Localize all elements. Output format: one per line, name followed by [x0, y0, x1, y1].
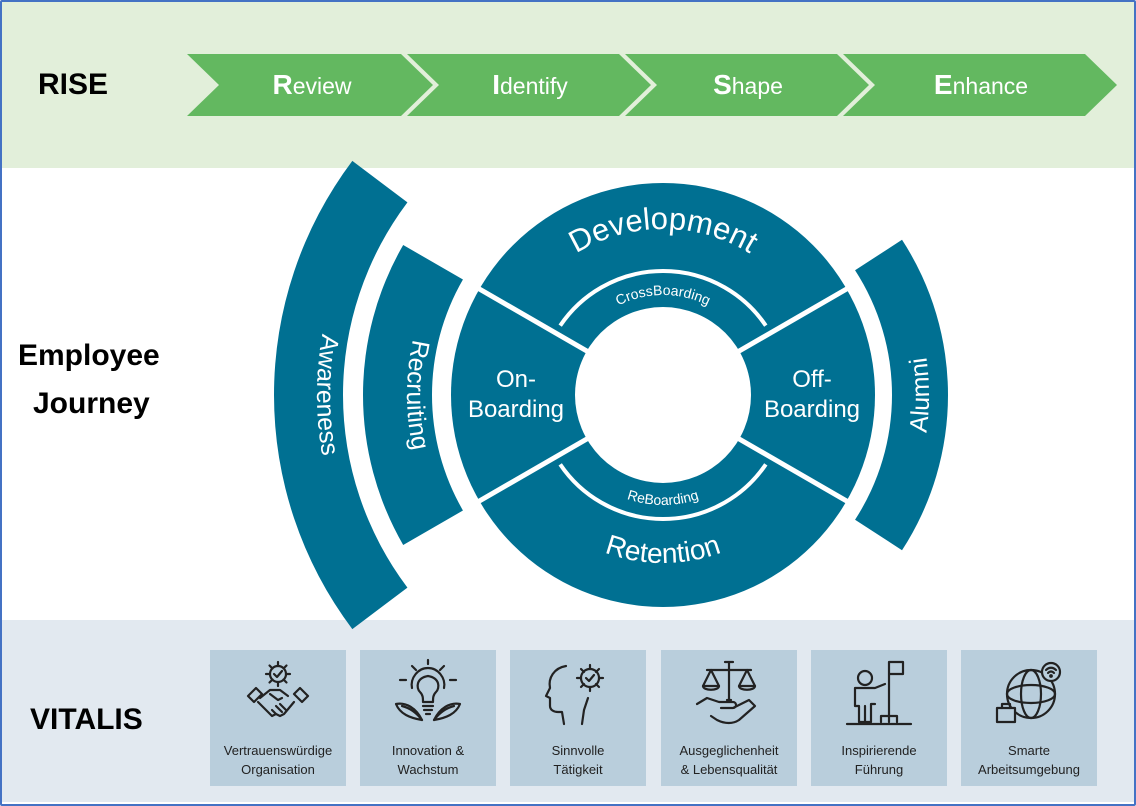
- journey-segment-alumni[interactable]: [855, 239, 949, 551]
- vitalis-label: VITALIS: [30, 703, 143, 736]
- chevron-shape-label: Shape: [713, 69, 783, 100]
- rise-label: RISE: [38, 68, 109, 101]
- head-gear-icon: [544, 663, 605, 726]
- segment-label-onboarding-line1: On-: [496, 366, 536, 393]
- chevron-identify-label: Identify: [492, 69, 568, 100]
- ring-divider-line: [474, 435, 590, 506]
- journey-segment-recruiting[interactable]: [363, 245, 463, 545]
- globe-briefcase-wifi-icon: [995, 661, 1062, 724]
- reboarding-divider: [558, 463, 768, 521]
- segment-label-alumni: Alumni: [904, 356, 935, 434]
- chevron-enhance-label: Enhance: [933, 69, 1029, 100]
- vitalis-tile-innovation[interactable]: Innovation &Wachstum: [360, 650, 496, 786]
- scale-hand-icon: [695, 660, 757, 725]
- handshake-gear-icon: [246, 660, 310, 718]
- employee-journey-label-line2: Journey: [33, 387, 150, 420]
- journey-segment-awareness[interactable]: [274, 160, 408, 630]
- ring-dividers: [474, 284, 852, 506]
- tile-label: Ausgeglichenheit& Lebensqualität: [679, 743, 779, 777]
- employee-journey-label-line1: Employee: [18, 339, 160, 372]
- segment-label-awareness: Awareness: [311, 333, 344, 458]
- chevron-enhance[interactable]: [843, 54, 1117, 116]
- segment-label-reboarding: ReBoarding: [626, 486, 700, 508]
- lightbulb-gear-icon: [394, 658, 462, 722]
- ring-divider-line: [736, 284, 852, 355]
- rise-process-chevrons: Review Identify Shape Enhance: [187, 54, 1117, 116]
- segment-label-offboarding-line1: Off-: [792, 366, 832, 393]
- chevron-identify[interactable]: [407, 54, 651, 116]
- chevron-review[interactable]: [187, 54, 433, 116]
- chevron-review-label: Review: [272, 69, 352, 100]
- ring-center: [575, 307, 751, 483]
- tile-label: Innovation &Wachstum: [391, 743, 465, 777]
- person-flag-icon: [845, 660, 913, 726]
- ring-divider-line: [736, 435, 852, 506]
- segment-label-offboarding-line2: Boarding: [764, 396, 860, 423]
- ring-divider-line: [474, 284, 590, 355]
- vitalis-tile-lebensqualitaet[interactable]: Ausgeglichenheit& Lebensqualität: [661, 650, 797, 786]
- chevron-shape[interactable]: [625, 54, 869, 116]
- crossboarding-divider: [558, 269, 768, 327]
- segment-label-onboarding-line2: Boarding: [468, 396, 564, 423]
